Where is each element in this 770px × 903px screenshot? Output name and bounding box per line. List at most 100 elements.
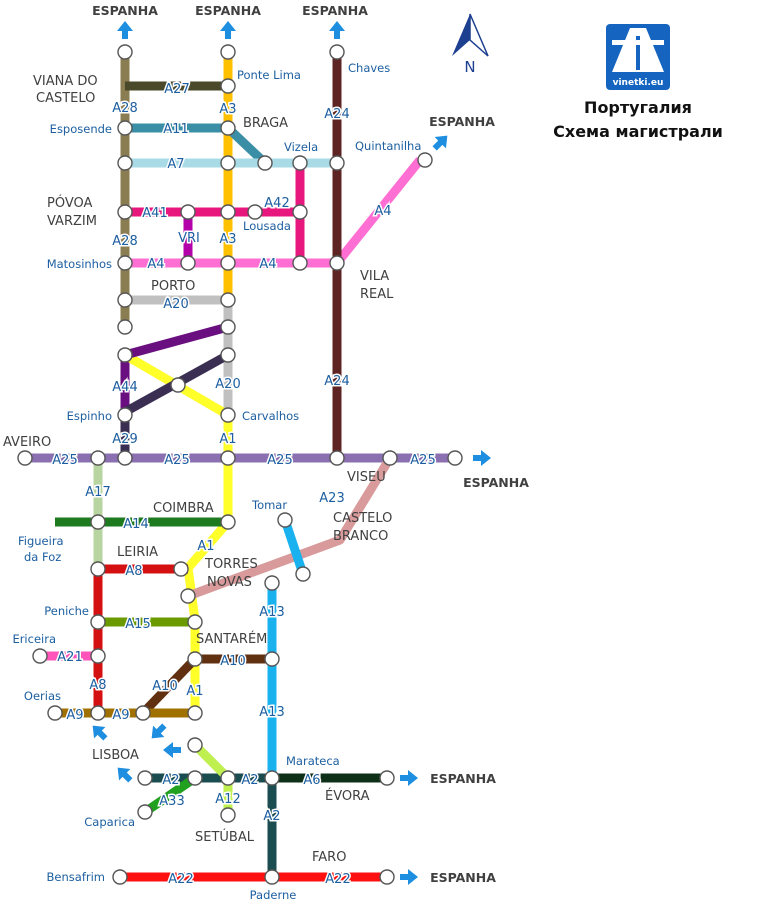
junction-node (117, 319, 133, 335)
place-quintanilha: Quintanilha (355, 139, 421, 153)
title-line-2: Схема магистрали (553, 122, 723, 141)
road-label-a11: A11 (163, 122, 188, 137)
junction-node (90, 514, 106, 530)
junction-node (264, 770, 280, 786)
junction-node (187, 651, 203, 667)
place-peniche: Peniche (44, 604, 89, 618)
junction-node (90, 705, 106, 721)
junction-node (117, 155, 133, 171)
junction-node (379, 770, 395, 786)
road-label-a2: A2 (263, 809, 280, 824)
junction-node (329, 255, 345, 271)
city-viana-do-castelo: VIANA DO (33, 74, 98, 89)
place-marateca: Marateca (286, 754, 340, 768)
road-label-a1: A1 (219, 432, 236, 447)
compass-arrow-outline (469, 13, 489, 57)
city-viana-do-castelo: CASTELO (36, 91, 95, 106)
junction-node (112, 869, 128, 885)
junction-node (135, 705, 151, 721)
direction-arrow-icon (400, 869, 418, 885)
junction-node (90, 450, 106, 466)
road-label-a4: A4 (374, 204, 391, 219)
espanha-label: ESPANHA (195, 3, 261, 18)
junction-node (170, 377, 186, 393)
city-leiria: LEIRIA (117, 545, 158, 560)
junction-node (137, 770, 153, 786)
direction-arrow-icon (220, 21, 236, 39)
road-label-a9: A9 (66, 708, 83, 723)
road-label-a7: A7 (167, 157, 184, 172)
junction-node (295, 566, 311, 582)
road-label-a42: A42 (264, 196, 289, 211)
junction-node (90, 648, 106, 664)
road-label-a3: A3 (219, 102, 236, 117)
junction-node (292, 255, 308, 271)
place-vizela: Vizela (284, 140, 318, 154)
junction-node (187, 614, 203, 630)
road-a44-line (123, 322, 230, 360)
junction-node (220, 407, 236, 423)
junction-node (220, 155, 236, 171)
road-a10-line (139, 655, 199, 717)
junction-node (187, 770, 203, 786)
road-label-a27: A27 (164, 82, 189, 97)
road-label-a4: A4 (259, 257, 276, 272)
junction-node (137, 804, 153, 820)
junction-node (329, 450, 345, 466)
road-label-a9: A9 (112, 708, 129, 723)
city-coimbra: COIMBRA (153, 501, 214, 516)
place-espinho: Espinho (67, 409, 112, 423)
compass-north-letter: N (464, 58, 475, 76)
road-label-a8: A8 (89, 678, 106, 693)
place-carvalhos: Carvalhos (242, 409, 299, 423)
espanha-label: ESPANHA (463, 475, 529, 490)
motorway-bridge (612, 40, 664, 45)
road-label-vri: VRI (178, 231, 200, 246)
city-vila-real: VILA (360, 269, 389, 284)
direction-arrow-icon (473, 450, 491, 466)
junction-node (187, 737, 203, 753)
road-label-a22: A22 (325, 872, 350, 887)
junction-node (90, 614, 106, 630)
road-label-a3: A3 (219, 232, 236, 247)
junction-node (220, 347, 236, 363)
road-label-a14: A14 (123, 517, 148, 532)
road-label-a10: A10 (220, 654, 245, 669)
city-castelo-branco: BRANCO (333, 529, 388, 544)
road-label-a28: A28 (112, 101, 137, 116)
vinetki-logo[interactable]: vinetki.eu (606, 24, 670, 90)
place-figueira-da-foz: da Foz (24, 550, 61, 564)
road-label-a2: A2 (241, 773, 258, 788)
junction-node (117, 450, 133, 466)
place-bensafrim: Bensafrim (47, 870, 105, 884)
junction-node (220, 204, 236, 220)
road-label-a2: A2 (162, 773, 179, 788)
city-viseu: VISEU (347, 470, 386, 485)
direction-arrow-icon (400, 770, 418, 786)
direction-arrow-icon (151, 723, 167, 739)
junction-node (379, 869, 395, 885)
junction-node (417, 152, 433, 168)
road-label-a33: A33 (159, 794, 184, 809)
junction-node (32, 648, 48, 664)
city-porto: PORTO (151, 279, 195, 294)
junction-node (220, 78, 236, 94)
place-esposende: Esposende (50, 122, 112, 136)
direction-arrows (92, 21, 491, 885)
road-label-a24: A24 (324, 107, 349, 122)
road-label-a10: A10 (152, 679, 177, 694)
road-label-a4: A4 (147, 257, 164, 272)
place-ponte-lima: Ponte Lima (237, 68, 301, 82)
junction-node (17, 450, 33, 466)
junction-node (277, 512, 293, 528)
direction-arrow-icon (92, 725, 108, 741)
city-faro: FARO (312, 850, 346, 865)
city-povoa-varzim: VARZIM (47, 214, 97, 229)
road-label-a13: A13 (259, 605, 284, 620)
city-lisboa: LISBOA (92, 748, 139, 763)
road-label-a22: A22 (168, 872, 193, 887)
junction-node (220, 44, 236, 60)
junction-node (117, 204, 133, 220)
road-a33-line (142, 774, 198, 816)
